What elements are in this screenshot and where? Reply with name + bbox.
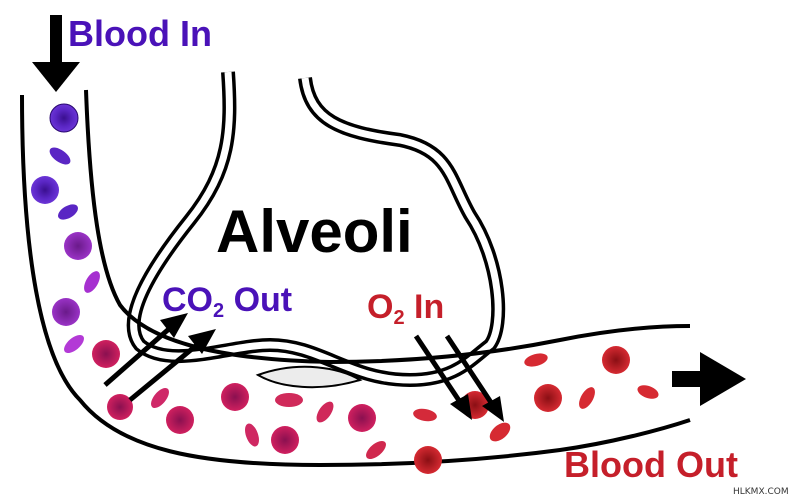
co2-prefix: CO — [162, 281, 213, 319]
blood-cell — [166, 406, 194, 434]
watermark: HLKMX.COM — [733, 487, 789, 497]
blood-cell — [275, 393, 303, 407]
co2-out-label: CO2 Out — [162, 281, 292, 322]
blood-cell — [524, 353, 548, 367]
o2-subscript: 2 — [393, 307, 404, 329]
blood-cell — [31, 176, 59, 204]
blood-cell — [245, 423, 259, 447]
blood-cell — [221, 383, 249, 411]
blood-cell — [637, 385, 659, 399]
blood-cell — [414, 446, 442, 474]
blood-cell — [64, 335, 84, 353]
blood-in-label: Blood In — [68, 13, 212, 54]
blood-cell — [316, 401, 334, 423]
blood-out-label: Blood Out — [564, 444, 738, 485]
blood-cell — [366, 441, 386, 459]
blood-cell — [64, 232, 92, 260]
blood-cell — [489, 422, 511, 442]
blood-cells — [31, 103, 659, 474]
blood-cell — [107, 394, 133, 420]
co2-subscript: 2 — [213, 300, 224, 322]
blood-cell — [52, 298, 80, 326]
o2-prefix: O — [367, 288, 393, 326]
blood-cell — [49, 147, 71, 165]
blood-cell — [579, 387, 595, 409]
blood-cell — [92, 340, 120, 368]
co2-out-arrows — [103, 313, 216, 402]
blood-cell — [58, 204, 78, 220]
blood-in-arrow — [32, 15, 80, 92]
blood-cell — [602, 346, 630, 374]
blood-cell — [534, 384, 562, 412]
alveolus-membrane-contact — [255, 365, 363, 389]
blood-out-arrow — [672, 352, 746, 406]
co2-suffix: Out — [224, 281, 292, 319]
blood-cell — [49, 103, 79, 133]
o2-suffix: In — [405, 288, 445, 326]
alveoli-label: Alveoli — [216, 198, 413, 265]
blood-cell — [348, 404, 376, 432]
o2-in-arrows — [413, 334, 504, 422]
blood-cell — [413, 408, 437, 422]
alveolus-sac — [126, 71, 506, 389]
capillary-walls — [20, 89, 691, 468]
o2-in-label: O2 In — [367, 288, 444, 329]
blood-cell — [271, 426, 299, 454]
blood-cell — [151, 388, 169, 408]
blood-cell — [84, 271, 100, 293]
